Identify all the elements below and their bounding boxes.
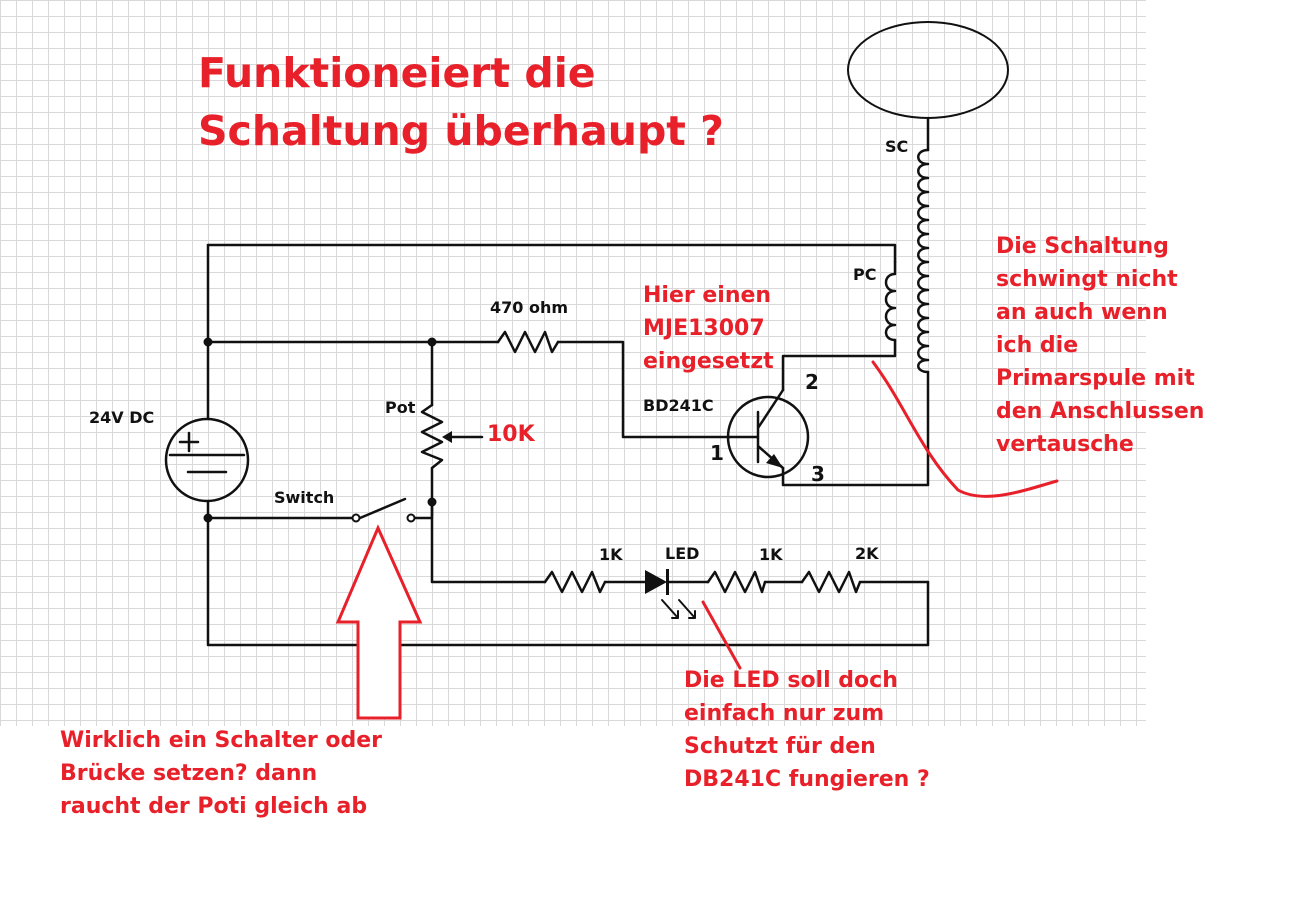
note-line: MJE13007 [643, 316, 765, 341]
transistor-pin-2: 2 [805, 370, 819, 394]
note-line: raucht der Poti gleich ab [60, 794, 368, 819]
pot-value-label: 10K [487, 422, 535, 447]
grid-background [0, 0, 1146, 726]
note-line: ich die [996, 333, 1079, 358]
page-title: Funktioneiert die Schaltung überhaupt ? [198, 44, 724, 160]
wire-collector [781, 338, 897, 392]
junction-dot [427, 497, 437, 507]
wire-left-lower [206, 500, 930, 647]
resistor-1k-a [543, 570, 607, 594]
note-line: Primarspule mit [996, 366, 1195, 391]
base-resistor-label: 470 ohm [490, 298, 569, 317]
resistor-2k [800, 570, 862, 594]
switch-label: Switch [274, 488, 335, 507]
supply-label: 24V DC [89, 408, 155, 427]
top-load [847, 21, 1009, 119]
potentiometer [420, 403, 444, 470]
junction-dot [203, 337, 213, 347]
resistor-1k-a-label: 1K [599, 545, 623, 564]
led-arrow-2 [678, 599, 696, 619]
secondary-coil [917, 148, 930, 374]
switch-contact [351, 513, 361, 523]
switch-contact [406, 513, 416, 523]
resistor-1k-b-label: 1K [759, 545, 783, 564]
note-line: schwingt nicht [996, 267, 1178, 292]
secondary-coil-label: SC [885, 137, 909, 156]
note-line: Schutzt für den [684, 734, 876, 759]
transistor-label: BD241C [643, 396, 714, 415]
led-label: LED [665, 544, 700, 563]
led-bar [666, 569, 669, 595]
note-line: einfach nur zum [684, 701, 885, 726]
note-line: DB241C fungieren ? [684, 767, 930, 792]
led-arrow-1 [661, 599, 679, 619]
note-line: Brücke setzen? dann [60, 761, 318, 786]
note-line: Die LED soll doch [684, 668, 898, 693]
transistor-pin-3: 3 [811, 462, 825, 486]
transistor-body [726, 395, 810, 479]
note-line: Die Schaltung [996, 234, 1169, 259]
resistor-2k-label: 2K [855, 544, 879, 563]
up-arrow-annotation [335, 524, 423, 720]
primary-coil [884, 260, 897, 342]
note-oscillation: Die Schaltung schwingt nicht an auch wen… [996, 230, 1204, 461]
resistor-470 [496, 330, 560, 354]
pot-label: Pot [385, 398, 416, 417]
note-line: an auch wenn [996, 300, 1168, 325]
led-pointer-line [701, 600, 742, 670]
primary-coil-label: PC [853, 265, 877, 284]
title-line: Funktioneiert die [198, 49, 596, 97]
note-line: vertausche [996, 432, 1134, 457]
wire-emitter [781, 370, 930, 487]
junction-dot [203, 513, 213, 523]
transistor-leads [728, 388, 785, 470]
junction-dot [427, 337, 437, 347]
pot-wiper-arrow [442, 431, 452, 443]
battery-plates [168, 431, 246, 474]
emitter-arrow [766, 454, 783, 468]
note-line: eingesetzt [643, 349, 774, 374]
note-line: Wirklich ein Schalter oder [60, 728, 383, 753]
note-line: den Anschlussen [996, 399, 1205, 424]
note-transistor: Hier einen MJE13007 eingesetzt [643, 279, 774, 378]
title-line: Schaltung überhaupt ? [198, 107, 724, 155]
coil-pointer-curve [871, 360, 1059, 498]
wire-pot-to-led-chain [430, 500, 547, 584]
transistor-pin-1: 1 [710, 441, 724, 465]
battery-symbol [164, 417, 250, 503]
note-led: Die LED soll doch einfach nur zum Schutz… [684, 664, 930, 796]
resistor-1k-b [706, 570, 767, 594]
switch-lever [358, 497, 407, 520]
led-triangle [645, 570, 667, 594]
note-switch: Wirklich ein Schalter oder Brücke setzen… [60, 724, 382, 823]
wire-base [556, 340, 732, 439]
wire-top-rail [206, 243, 897, 264]
note-line: Hier einen [643, 283, 772, 308]
